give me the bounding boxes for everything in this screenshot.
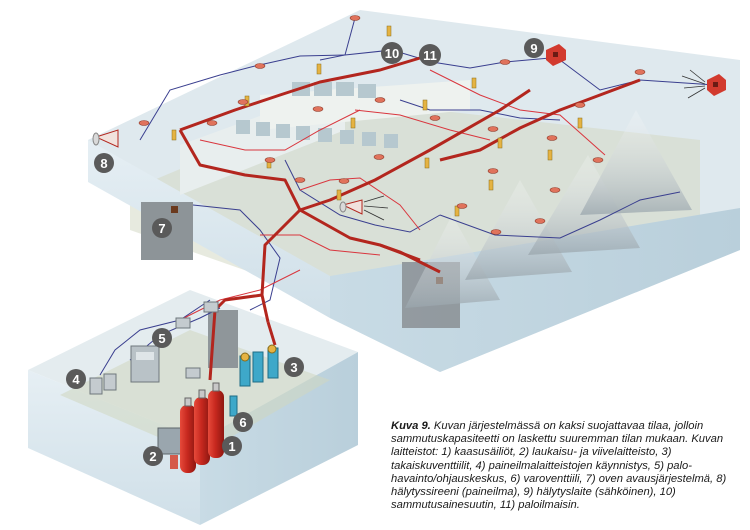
windows [236, 82, 398, 148]
callout-11: 11 [419, 44, 441, 66]
interior-wall-upper [260, 80, 470, 130]
caption-label: Kuva 9. [391, 420, 431, 432]
main-room-front-wall [88, 140, 330, 318]
svg-text:8: 8 [100, 156, 107, 171]
callout-4: 4 [66, 369, 86, 389]
callout-8: 8 [94, 153, 114, 173]
control-panel [130, 345, 160, 383]
pipes [178, 53, 641, 381]
callout-5: 5 [152, 328, 172, 348]
gas-room-side-wall [200, 352, 358, 525]
wiring-red [179, 69, 606, 321]
svg-text:6: 6 [239, 415, 246, 430]
gas-room-front-wall [28, 370, 200, 525]
check-valves [239, 344, 279, 387]
svg-text:3: 3 [290, 360, 297, 375]
pneumatic-start-units [89, 373, 117, 395]
wiring-blue [99, 17, 716, 376]
gas-room [28, 290, 358, 525]
alarm-electric-device-2 [681, 69, 726, 99]
svg-text:7: 7 [158, 221, 165, 236]
svg-text:2: 2 [149, 449, 156, 464]
svg-text:4: 4 [72, 372, 80, 387]
svg-text:1: 1 [228, 439, 235, 454]
callout-3: 3 [284, 357, 304, 377]
figure-caption: Kuva 9. Kuvan järjestelmässä on kaksi su… [391, 420, 747, 512]
safety-valve [229, 395, 238, 417]
svg-text:9: 9 [530, 41, 537, 56]
main-room-side-wall [330, 208, 740, 372]
callout-6: 6 [233, 412, 253, 432]
callout-7: 7 [152, 218, 172, 238]
pneumatic-siren [92, 129, 119, 148]
callout-2: 2 [143, 446, 163, 466]
callout-9: 9 [524, 38, 544, 58]
caption-paragraph: Kuva 9. Kuvan järjestelmässä on kaksi su… [391, 420, 747, 512]
caption-legend: Kuvan laitteistot: 1) kaasusäiliöt, 2) l… [391, 433, 727, 512]
caption-text: Kuvan järjestelmässä on kaksi suojattava… [391, 420, 704, 446]
junction-boxes [175, 301, 219, 379]
pneumatic-siren-2 [339, 195, 389, 221]
nozzles [171, 25, 583, 217]
alarm-electric-device [546, 44, 566, 66]
door-opener-unit [171, 206, 178, 213]
svg-text:11: 11 [423, 48, 437, 63]
callout-1: 1 [222, 436, 242, 456]
svg-text:5: 5 [158, 331, 165, 346]
gas-cylinders [180, 382, 224, 473]
svg-text:10: 10 [385, 46, 399, 61]
callout-10: 10 [381, 42, 403, 64]
discharge-cones [405, 110, 692, 308]
